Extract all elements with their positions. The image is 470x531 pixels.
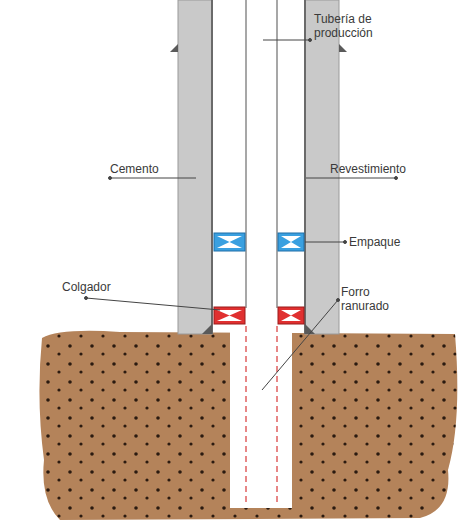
packer [214,233,304,251]
formation-texture [39,331,457,520]
tubing-right [276,0,278,308]
tubing-left [245,0,247,308]
shoe [202,324,212,334]
hanger [214,307,304,324]
cement-left [178,0,212,334]
casing-right [304,0,306,334]
shoe [339,44,347,52]
liner-label: Forro ranurado [341,285,411,313]
cement-label: Cemento [110,162,159,176]
shoe [170,44,178,52]
casing-left [211,0,213,334]
formation [39,331,457,520]
tubing-label: Tubería de producción [314,12,400,40]
hanger-label: Colgador [62,280,111,294]
packer-label: Empaque [349,235,400,249]
casing-label: Revestimiento [330,162,406,176]
liner-right [276,326,278,505]
liner-left [245,326,247,505]
open-hole [230,332,292,508]
leader-lines [85,39,398,391]
